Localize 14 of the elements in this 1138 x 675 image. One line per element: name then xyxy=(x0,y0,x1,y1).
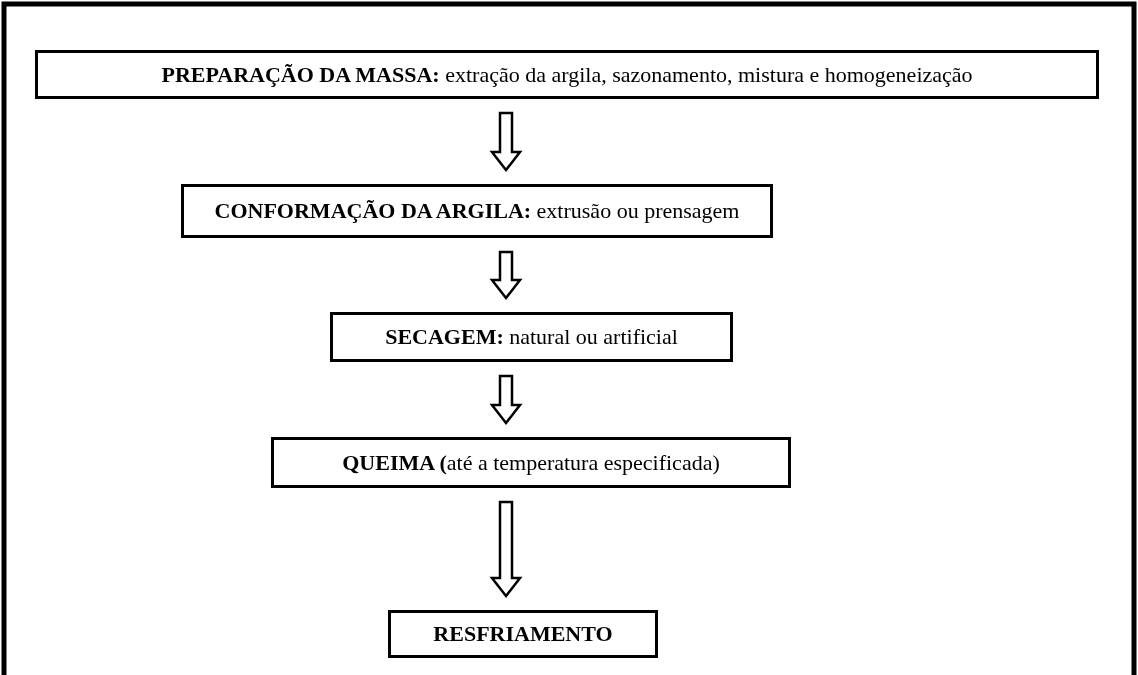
process-box xyxy=(330,312,733,362)
process-box xyxy=(388,610,658,658)
step-text: SECAGEM: natural ou artificial xyxy=(385,324,678,350)
step-text: PREPARAÇÃO DA MASSA: extração da argila, sazonamento, mistura e homogeneização xyxy=(161,61,973,88)
process-box xyxy=(181,184,773,238)
process-box xyxy=(35,50,1099,99)
step-text: QUEIMA (até a temperatura especificada) xyxy=(342,449,720,476)
block-arrow xyxy=(489,111,523,173)
step-text: RESFRIAMENTO xyxy=(433,621,613,647)
block-arrow xyxy=(489,374,523,426)
block-arrow xyxy=(489,250,523,301)
step-text: CONFORMAÇÃO DA ARGILA: extrusão ou prensagem xyxy=(214,198,740,224)
process-box xyxy=(271,437,791,488)
block-arrow xyxy=(489,500,523,599)
